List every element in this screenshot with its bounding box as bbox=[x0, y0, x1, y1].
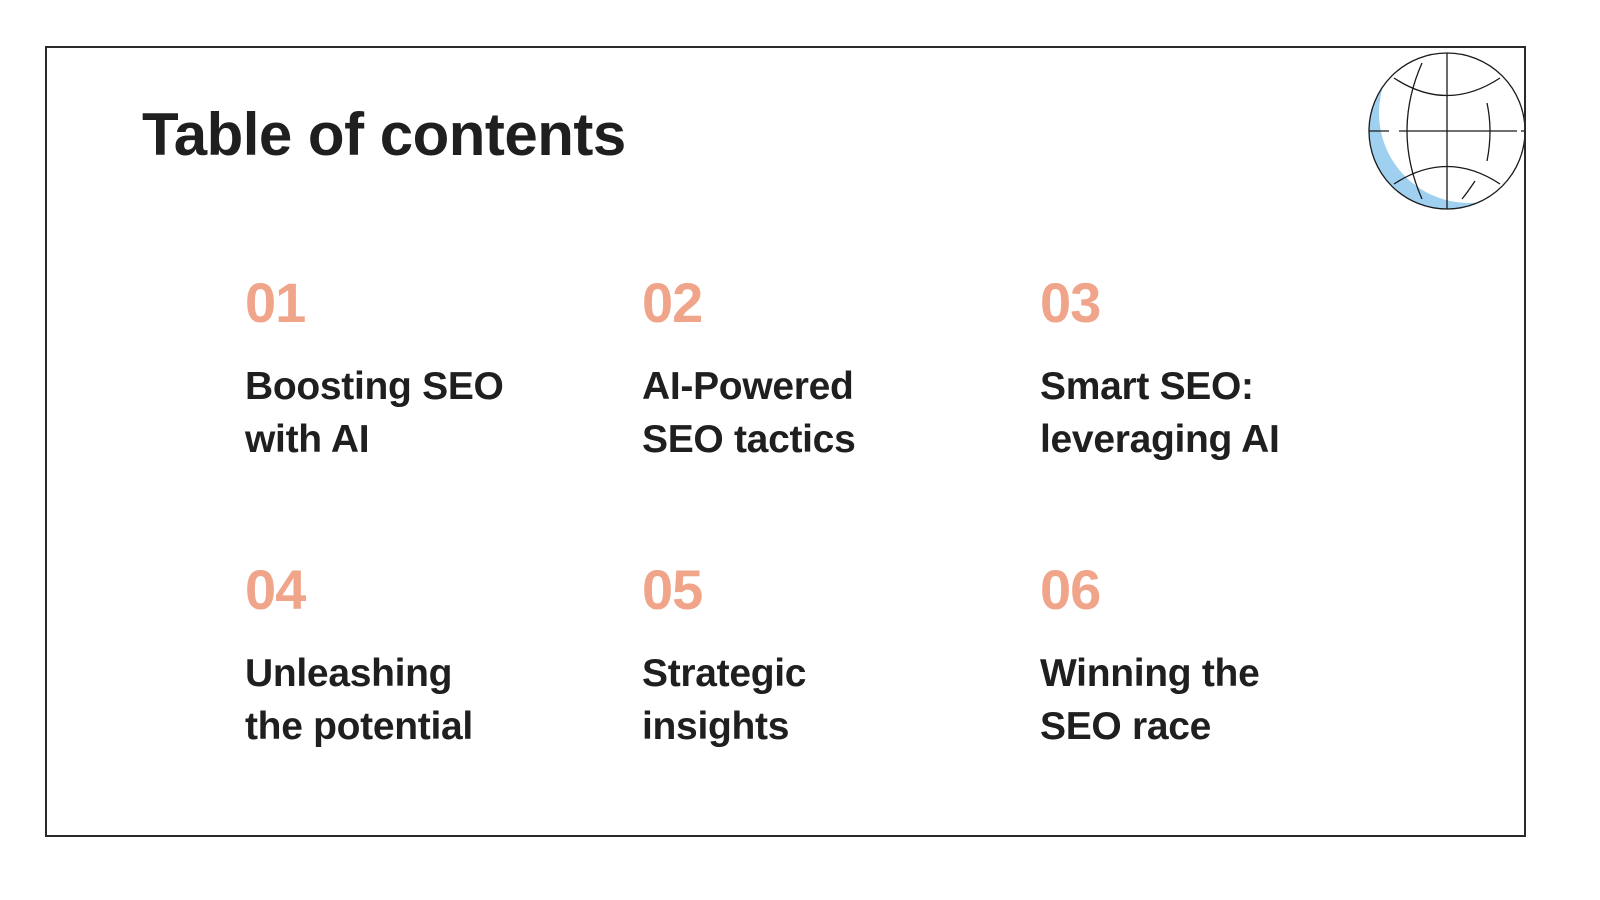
toc-number: 03 bbox=[1040, 271, 1101, 334]
toc-label: Smart SEO:leveraging AI bbox=[1040, 365, 1280, 461]
toc-number: 01 bbox=[245, 271, 306, 334]
toc-number: 04 bbox=[245, 558, 306, 621]
toc-number: 06 bbox=[1040, 558, 1101, 621]
toc-number: 05 bbox=[642, 558, 703, 621]
toc-item-03[interactable]: 03 Smart SEO:leveraging AI bbox=[1040, 272, 1400, 466]
globe-icon bbox=[1368, 52, 1524, 210]
slide-title: Table of contents bbox=[142, 101, 626, 168]
toc-number: 02 bbox=[642, 271, 703, 334]
